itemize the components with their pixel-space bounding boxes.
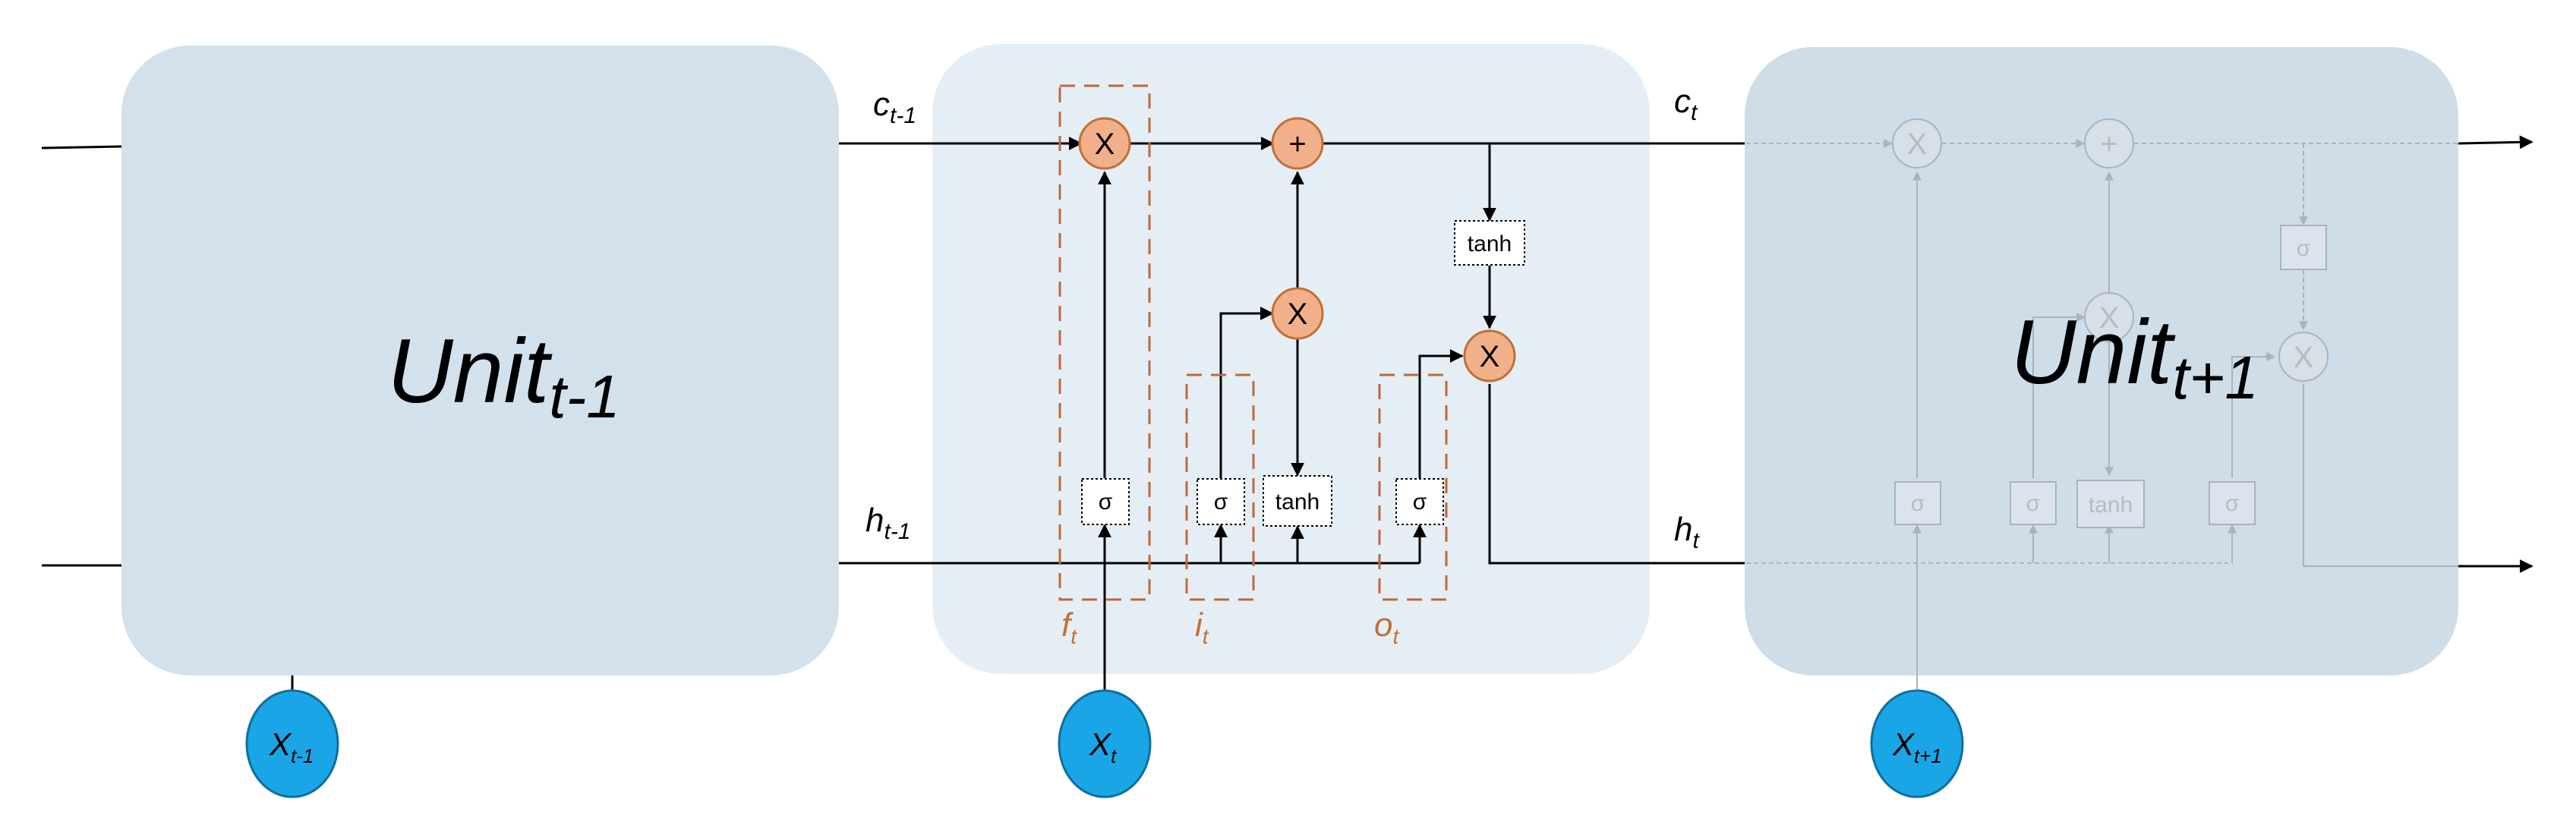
c-line-in: [41, 145, 122, 150]
x-prev-node: Xt-1: [245, 689, 339, 798]
next-candidate-tanh-label: tanh: [2089, 493, 2133, 518]
next-forget-multiply-symbol: X: [1907, 128, 1928, 161]
add-node: +: [1271, 117, 1324, 170]
forget-gate-group: [1058, 84, 1151, 601]
x-next-node: Xt+1: [1870, 689, 1964, 798]
unit-prev-label: Unitt-1: [387, 320, 620, 430]
next-output-sigma-label: σ: [2225, 491, 2240, 516]
input-sigma-label: σ: [1214, 490, 1228, 515]
next-input-multiply-symbol: X: [2099, 301, 2120, 335]
output-gate-group: [1378, 373, 1448, 601]
c-line-final: [2458, 135, 2533, 150]
cell-tanh-box: tanh: [1454, 220, 1525, 266]
forget-multiply-node: X: [1078, 117, 1131, 170]
input-gate-group: [1185, 373, 1255, 601]
output-mult-to-h: [1488, 384, 1746, 565]
output-sigma-label: σ: [1413, 490, 1427, 515]
unit-next-symbols: X + X X σ σ tanh σ σ: [1907, 128, 2314, 518]
output-sigma-box: σ: [1395, 478, 1444, 525]
output-gate-name: ot: [1374, 606, 1399, 648]
candidate-tanh-box: tanh: [1263, 475, 1332, 527]
output-multiply-node: X: [1463, 329, 1516, 383]
input-sigma-to-mult: [1219, 307, 1274, 478]
input-multiply-node: X: [1271, 287, 1324, 340]
x-curr-label: Xt: [1089, 726, 1118, 767]
input-multiply-symbol: X: [1288, 298, 1308, 331]
h-curr-label: ht: [1674, 511, 1700, 553]
add-symbol: +: [1288, 128, 1306, 161]
candidate-tanh-label: tanh: [1275, 490, 1320, 515]
input-sigma-box: σ: [1197, 478, 1245, 525]
next-input-sigma-label: σ: [2026, 491, 2041, 516]
output-sigma-to-mult: [1418, 349, 1464, 478]
forget-sigma-box: σ: [1081, 478, 1130, 525]
forget-sigma-label: σ: [1099, 490, 1113, 515]
unit-next-label: Unitt+1: [2010, 301, 2259, 411]
input-gate-name: it: [1195, 606, 1209, 648]
c-curr-label: ct: [1674, 83, 1698, 125]
cell-tanh-label: tanh: [1468, 231, 1512, 257]
x-next-label: Xt+1: [1892, 726, 1942, 767]
x-prev-label: Xt-1: [269, 726, 314, 767]
forget-multiply-symbol: X: [1095, 128, 1115, 161]
unit-next-internals: [1746, 118, 2458, 691]
next-add-symbol: +: [2100, 128, 2117, 161]
next-forget-sigma-label: σ: [1911, 491, 1925, 516]
h-prev-label: ht-1: [865, 502, 911, 544]
next-output-multiply-symbol: X: [2294, 341, 2314, 374]
unit-prev-box: [121, 46, 839, 675]
output-multiply-symbol: X: [1480, 340, 1500, 373]
c-prev-label: ct-1: [873, 86, 916, 128]
x-curr-node: Xt: [1058, 689, 1152, 798]
next-cell-sigma-label: σ: [2297, 236, 2311, 261]
